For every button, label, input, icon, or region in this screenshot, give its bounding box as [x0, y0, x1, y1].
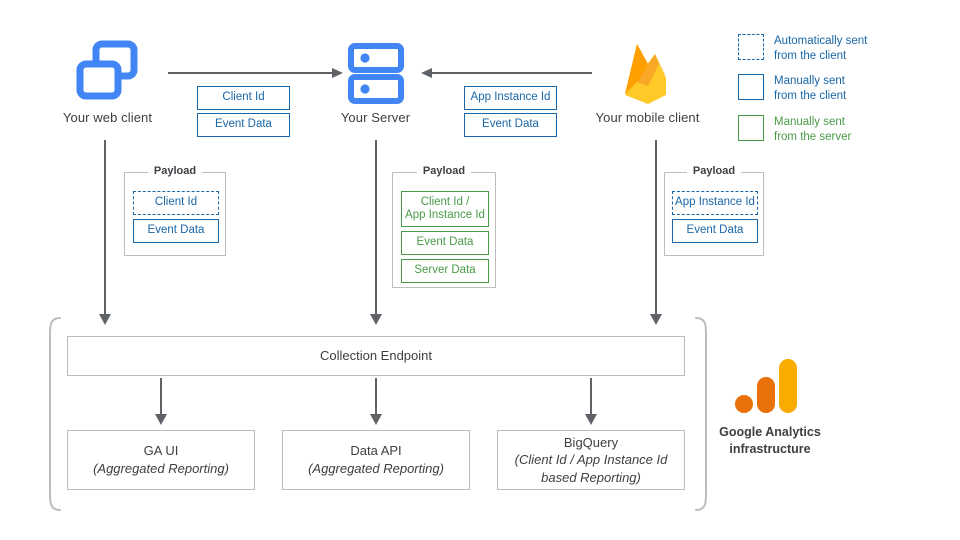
arrow-mobile-to-server-line [432, 72, 592, 74]
arrow-endpoint-to-bigquery-line [590, 378, 592, 416]
legend-item-manual-server: Manually sent from the server [738, 115, 851, 144]
legend-line-1: Automatically sent [774, 35, 868, 47]
server-payload-item-ids: Client Id / App Instance Id [401, 191, 489, 227]
output-box-bigquery[interactable]: BigQuery (Client Id / App Instance Id ba… [497, 430, 685, 490]
output-subtitle-bigquery: (Client Id / App Instance Id [514, 452, 668, 468]
mobile-client-label: Your mobile client [595, 110, 700, 125]
output-box-data-api[interactable]: Data API (Aggregated Reporting) [282, 430, 470, 490]
chip-web-client-id: Client Id [197, 86, 290, 110]
output-subtitle2-bigquery: based Reporting) [541, 469, 641, 485]
output-title-ga-ui: GA UI [143, 443, 179, 459]
legend-line-2: from the client [774, 49, 847, 62]
arrow-mobile-to-endpoint-line [655, 140, 657, 315]
arrow-endpoint-to-ga-ui-head [155, 414, 167, 425]
legend-swatch-solid-green [738, 115, 764, 141]
arrow-mobile-to-server-head [421, 67, 432, 78]
web-payload-item-client-id: Client Id [133, 191, 219, 215]
mobile-payload-item-event-data: Event Data [672, 219, 758, 243]
chip-mobile-app-instance-id: App Instance Id [464, 86, 557, 110]
server-payload-item-ids-line2: App Instance Id [405, 209, 485, 221]
infrastructure-caption-line2: infrastructure [729, 441, 811, 456]
server-payload-item-ids-line1: Client Id / [420, 195, 470, 208]
legend-label-manual-client: Manually sent from the client [774, 74, 846, 103]
mobile-payload-title: Payload [686, 165, 742, 177]
infrastructure-caption-line1: Google Analytics [719, 425, 821, 439]
arrow-endpoint-to-data-api-line [375, 378, 377, 416]
arrow-web-to-endpoint-head [99, 314, 111, 325]
output-box-ga-ui[interactable]: GA UI (Aggregated Reporting) [67, 430, 255, 490]
web-client-icon [74, 38, 140, 104]
server-label: Your Server [340, 110, 411, 125]
web-payload-item-event-data: Event Data [133, 219, 219, 243]
legend-label-automatic-client: Automatically sent from the client [774, 34, 867, 63]
server-icon [348, 43, 404, 105]
infrastructure-caption: Google Analytics infrastructure [680, 424, 860, 458]
server-payload-group: Payload Client Id / App Instance Id Even… [392, 165, 496, 288]
web-payload-title: Payload [147, 165, 203, 177]
arrow-server-to-endpoint-head [370, 314, 382, 325]
server-payload-title: Payload [416, 165, 472, 177]
arrow-web-to-server-head [332, 67, 343, 78]
arrow-mobile-to-endpoint-head [650, 314, 662, 325]
legend-line-2: from the server [774, 130, 852, 143]
arrow-endpoint-to-bigquery-head [585, 414, 597, 425]
legend-label-manual-server: Manually sent from the server [774, 115, 851, 144]
google-analytics-icon [735, 357, 805, 417]
legend-line-1: Manually sent [774, 116, 845, 128]
collection-endpoint-box[interactable]: Collection Endpoint [67, 336, 685, 376]
legend-line-2: from the client [774, 89, 847, 102]
legend-line-1: Manually sent [774, 75, 845, 87]
output-subtitle-ga-ui: (Aggregated Reporting) [93, 461, 229, 476]
web-payload-group: Payload Client Id Event Data [124, 165, 226, 256]
mobile-payload-item-app-instance-id: App Instance Id [672, 191, 758, 215]
mobile-payload-group: Payload App Instance Id Event Data [664, 165, 764, 256]
chip-mobile-event-data: Event Data [464, 113, 557, 137]
arrow-endpoint-to-data-api-head [370, 414, 382, 425]
server-payload-item-server-data: Server Data [401, 259, 489, 283]
arrow-server-to-endpoint-line [375, 140, 377, 315]
chip-web-event-data: Event Data [197, 113, 290, 137]
output-title-data-api: Data API [350, 443, 402, 459]
output-title-bigquery: BigQuery [563, 434, 619, 450]
legend-swatch-dashed-blue [738, 34, 764, 60]
collection-endpoint-label: Collection Endpoint [319, 348, 433, 364]
arrow-endpoint-to-ga-ui-line [160, 378, 162, 416]
infrastructure-brace [44, 316, 712, 512]
legend-item-manual-client: Manually sent from the client [738, 74, 846, 103]
legend-item-automatic-client: Automatically sent from the client [738, 34, 867, 63]
web-client-label: Your web client [62, 110, 153, 125]
arrow-web-to-server-line [168, 72, 333, 74]
output-subtitle-data-api: (Aggregated Reporting) [308, 461, 444, 476]
arrow-web-to-endpoint-line [104, 140, 106, 315]
server-payload-item-event-data: Event Data [401, 231, 489, 255]
legend-swatch-solid-blue [738, 74, 764, 100]
firebase-icon [617, 38, 679, 106]
